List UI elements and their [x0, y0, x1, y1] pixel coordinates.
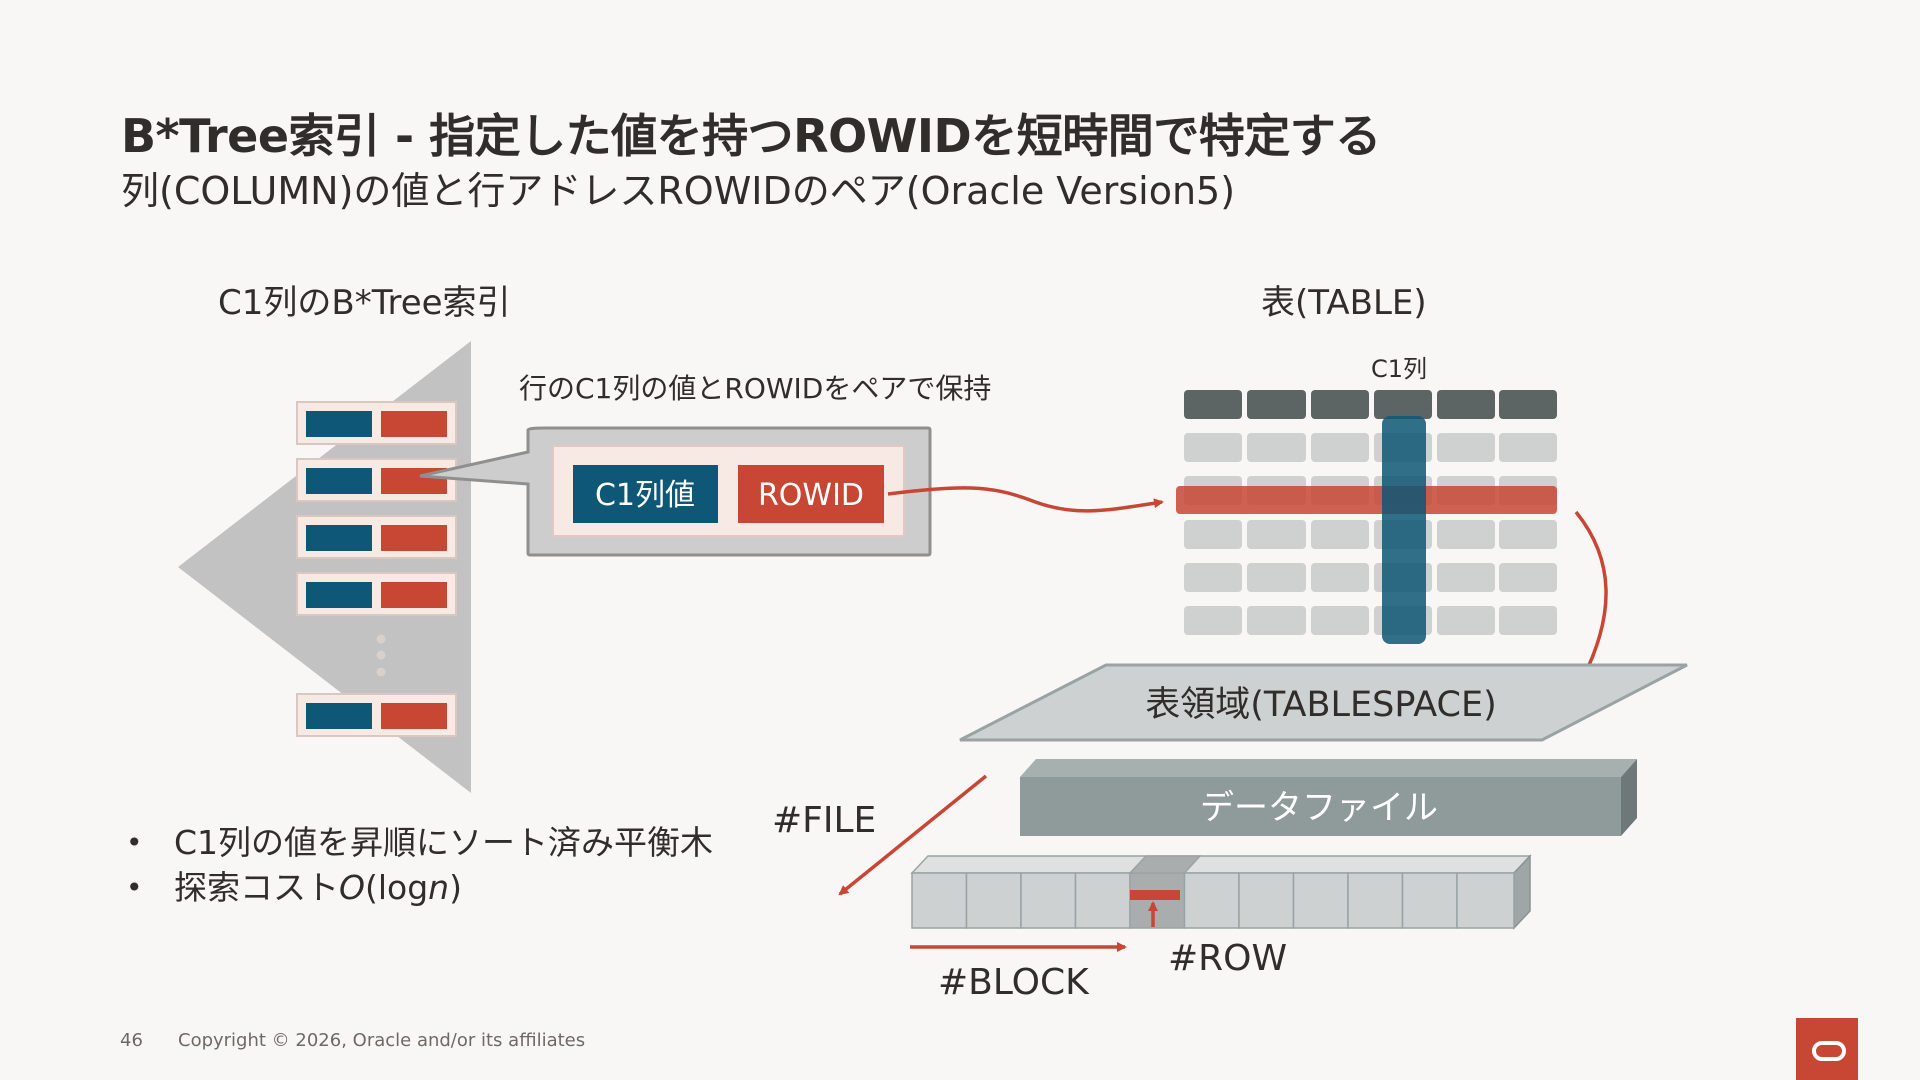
callout-caption: 行のC1列の値とROWIDをペアで保持 [519, 372, 992, 405]
ellipsis-dots [376, 634, 386, 677]
btree-triangle [178, 341, 471, 793]
oracle-logo-icon [1796, 1018, 1858, 1080]
file-arrow [838, 774, 988, 896]
table-to-tablespace-arrow [1574, 510, 1608, 682]
page-number: 46 [120, 1030, 143, 1051]
index-entry [296, 515, 457, 559]
slide-subtitle: 列(COLUMN)の値と行アドレスROWIDのペア(Oracle Version… [121, 169, 1236, 213]
block-strip [910, 854, 1532, 930]
row-label: #ROW [1168, 938, 1288, 979]
bullet-list: C1列の値を昇順にソート済み平衡木 探索コストO(logn) [126, 820, 713, 910]
rowid-label: ROWID [758, 478, 864, 513]
rowid-to-row-arrow [887, 486, 1164, 513]
bullet-item: C1列の値を昇順にソート済み平衡木 [126, 820, 713, 865]
index-entry [296, 401, 457, 445]
datafile-box: データファイル [1020, 759, 1637, 836]
highlighted-row [1176, 486, 1557, 514]
highlighted-c1-column [1382, 416, 1426, 644]
file-label: #FILE [772, 800, 877, 841]
tablespace-label: 表領域(TABLESPACE) [1145, 685, 1497, 725]
index-entry [296, 693, 457, 737]
c1-column-label: C1列 [1371, 355, 1428, 383]
block-label: #BLOCK [938, 962, 1089, 1003]
rowid-box [738, 465, 884, 523]
slide-title: B*Tree索引 - 指定した値を持つROWIDを短時間で特定する [121, 109, 1381, 163]
datafile-label: データファイル [1200, 788, 1438, 828]
callout-bubble: C1列値 ROWID [419, 426, 932, 557]
table-grid [1176, 390, 1557, 644]
row-marker [1130, 890, 1180, 900]
c1-value-box [573, 465, 718, 523]
index-heading: C1列のB*Tree索引 [218, 283, 511, 323]
copyright-text: Copyright © 2026, Oracle and/or its affi… [178, 1030, 586, 1051]
index-entry [296, 458, 457, 502]
table-heading: 表(TABLE) [1261, 283, 1427, 323]
index-entry [296, 572, 457, 616]
tablespace-plane [959, 663, 1688, 742]
bullet-item: 探索コストO(logn) [126, 865, 713, 910]
c1-value-label: C1列値 [595, 478, 695, 513]
